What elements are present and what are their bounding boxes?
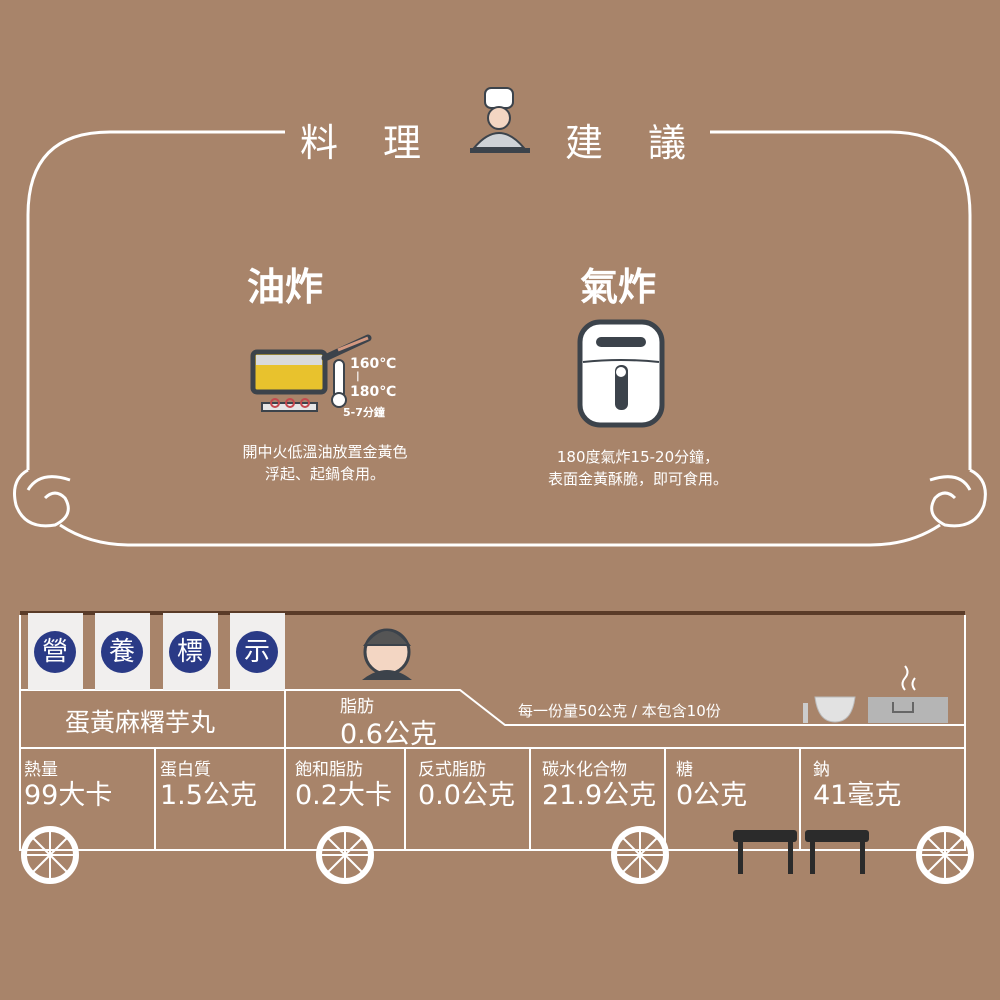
pot-icon bbox=[250, 334, 372, 412]
flag: 養 bbox=[95, 613, 150, 690]
flag: 營 bbox=[28, 613, 83, 690]
cloud-left-icon bbox=[13, 468, 131, 547]
thermometer-icon bbox=[331, 359, 347, 408]
deep-fry-desc: 開中火低溫油放置金黃色浮起、起鍋食用。 bbox=[242, 443, 408, 483]
cloud-right-icon bbox=[869, 468, 987, 547]
fry-time: 5-7分鐘 bbox=[343, 406, 385, 419]
flag: 示 bbox=[230, 613, 285, 690]
title-char: 料 bbox=[300, 121, 339, 165]
title-char: 建 bbox=[565, 121, 604, 165]
air-fry-title: 氣炸 bbox=[580, 265, 657, 309]
fat-value: 0.6公克 bbox=[340, 719, 437, 750]
vendor-icon bbox=[362, 628, 412, 680]
title-char: 理 bbox=[383, 121, 422, 165]
chef-icon bbox=[470, 87, 530, 153]
temp-high: 180℃ bbox=[350, 384, 397, 400]
temp-low: 160℃ bbox=[350, 356, 397, 372]
bowls-icon bbox=[803, 665, 948, 723]
deep-fry-title: 油炸 bbox=[247, 265, 324, 309]
serving-info: 每一份量50公克 / 本包含10份 bbox=[518, 702, 721, 720]
air-fryer-icon bbox=[577, 319, 665, 428]
air-fry-desc: 180度氣炸15-20分鐘，表面金黃酥脆，即可食用。 bbox=[547, 448, 728, 488]
flag: 標 bbox=[163, 613, 218, 690]
stool-icons bbox=[733, 830, 869, 874]
fat-label: 脂肪 bbox=[340, 697, 374, 717]
title-char: 議 bbox=[648, 121, 687, 165]
product-name: 蛋黃麻糬芋丸 bbox=[65, 708, 216, 737]
